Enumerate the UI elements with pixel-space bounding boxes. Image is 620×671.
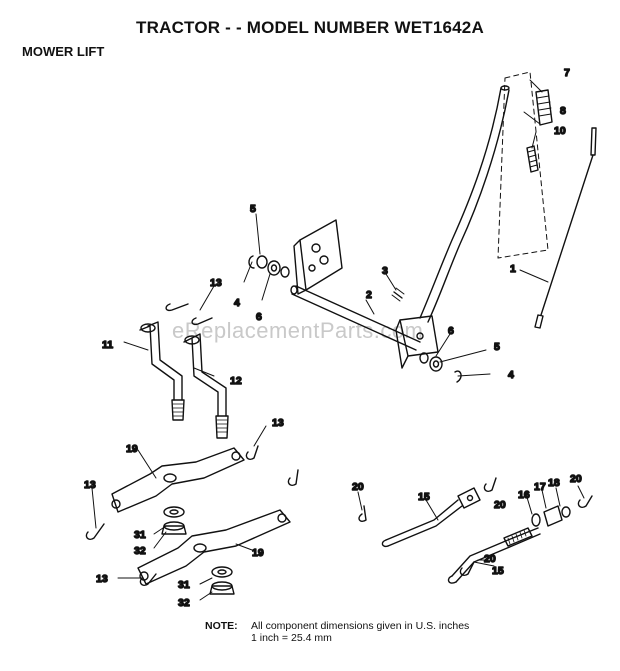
callout-10: 10: [554, 125, 566, 137]
callout-5-right: 5: [494, 341, 500, 353]
adjustment-rod-upper: [381, 487, 481, 548]
lift-link-right: [183, 333, 229, 439]
callout-13-left: 13: [84, 479, 96, 491]
leader-lines: [91, 79, 585, 601]
callout-13-arm: 13: [272, 417, 284, 429]
callout-7: 7: [564, 67, 570, 79]
nuts-and-washers: [161, 506, 235, 595]
callout-11: 11: [102, 339, 113, 351]
callout-5-left: 5: [250, 203, 256, 215]
callout-6-left: 6: [256, 311, 262, 323]
callout-20-d: 20: [484, 553, 496, 565]
callout-1: 1: [510, 263, 516, 275]
callout-2: 2: [366, 289, 372, 301]
callout-16: 16: [518, 489, 530, 501]
adjustment-rod-lower: [447, 527, 541, 584]
cross-shaft: [290, 285, 421, 351]
note-line-1: All component dimensions given in U.S. i…: [251, 620, 470, 632]
section-subtitle: MOWER LIFT: [22, 44, 105, 59]
lift-handle-grip-assembly: [497, 71, 553, 259]
callout-12: 12: [230, 375, 242, 387]
callout-20-b: 20: [494, 499, 506, 511]
hairpin-clips-rods: [358, 477, 593, 577]
callout-6-right: 6: [448, 325, 454, 337]
callout-19-lower: 19: [252, 547, 264, 559]
dimension-note: NOTE: All component dimensions given in U…: [205, 620, 469, 644]
lift-arm-lower: [137, 509, 291, 585]
callout-4-right: 4: [508, 369, 514, 381]
lift-link-left: [139, 321, 185, 421]
callout-15-upper: 15: [418, 491, 430, 503]
callout-31-upper: 31: [134, 529, 146, 541]
callout-13-top: 13: [210, 277, 222, 289]
mounting-bracket-plate: [293, 219, 343, 295]
callout-18: 18: [548, 477, 560, 489]
callout-13-bottom: 13: [96, 573, 108, 585]
callout-20-c: 20: [570, 473, 582, 485]
callout-32-upper: 32: [134, 545, 146, 557]
left-hardware: [248, 255, 290, 278]
watermark: eReplacementParts.com: [172, 318, 424, 343]
lift-rod: [534, 127, 597, 329]
callout-19-upper: 19: [126, 443, 138, 455]
callout-17: 17: [534, 481, 546, 493]
note-line-2: 1 inch = 25.4 mm: [251, 632, 332, 644]
callout-15-lower: 15: [492, 565, 504, 577]
callout-numbers: 7 8 10 1 2 3 5 4 6 6 5 4 13 11 12 13 19 …: [83, 66, 582, 609]
callout-31-lower: 31: [178, 579, 190, 591]
bolt: [391, 287, 405, 302]
callout-4-left: 4: [234, 297, 240, 309]
callout-8: 8: [560, 105, 566, 117]
note-label: NOTE:: [205, 620, 238, 632]
hairpin-clips-top: [165, 303, 213, 326]
callout-3: 3: [382, 265, 388, 277]
callout-32-lower: 32: [178, 597, 190, 609]
hairpin-clips-arms: [85, 445, 299, 587]
lift-arm-upper: [111, 447, 245, 513]
callout-20-a: 20: [352, 481, 364, 493]
adjustment-hardware: [531, 505, 571, 527]
diagram-title: TRACTOR - - MODEL NUMBER WET1642A: [136, 18, 484, 37]
right-hardware: [419, 352, 462, 383]
